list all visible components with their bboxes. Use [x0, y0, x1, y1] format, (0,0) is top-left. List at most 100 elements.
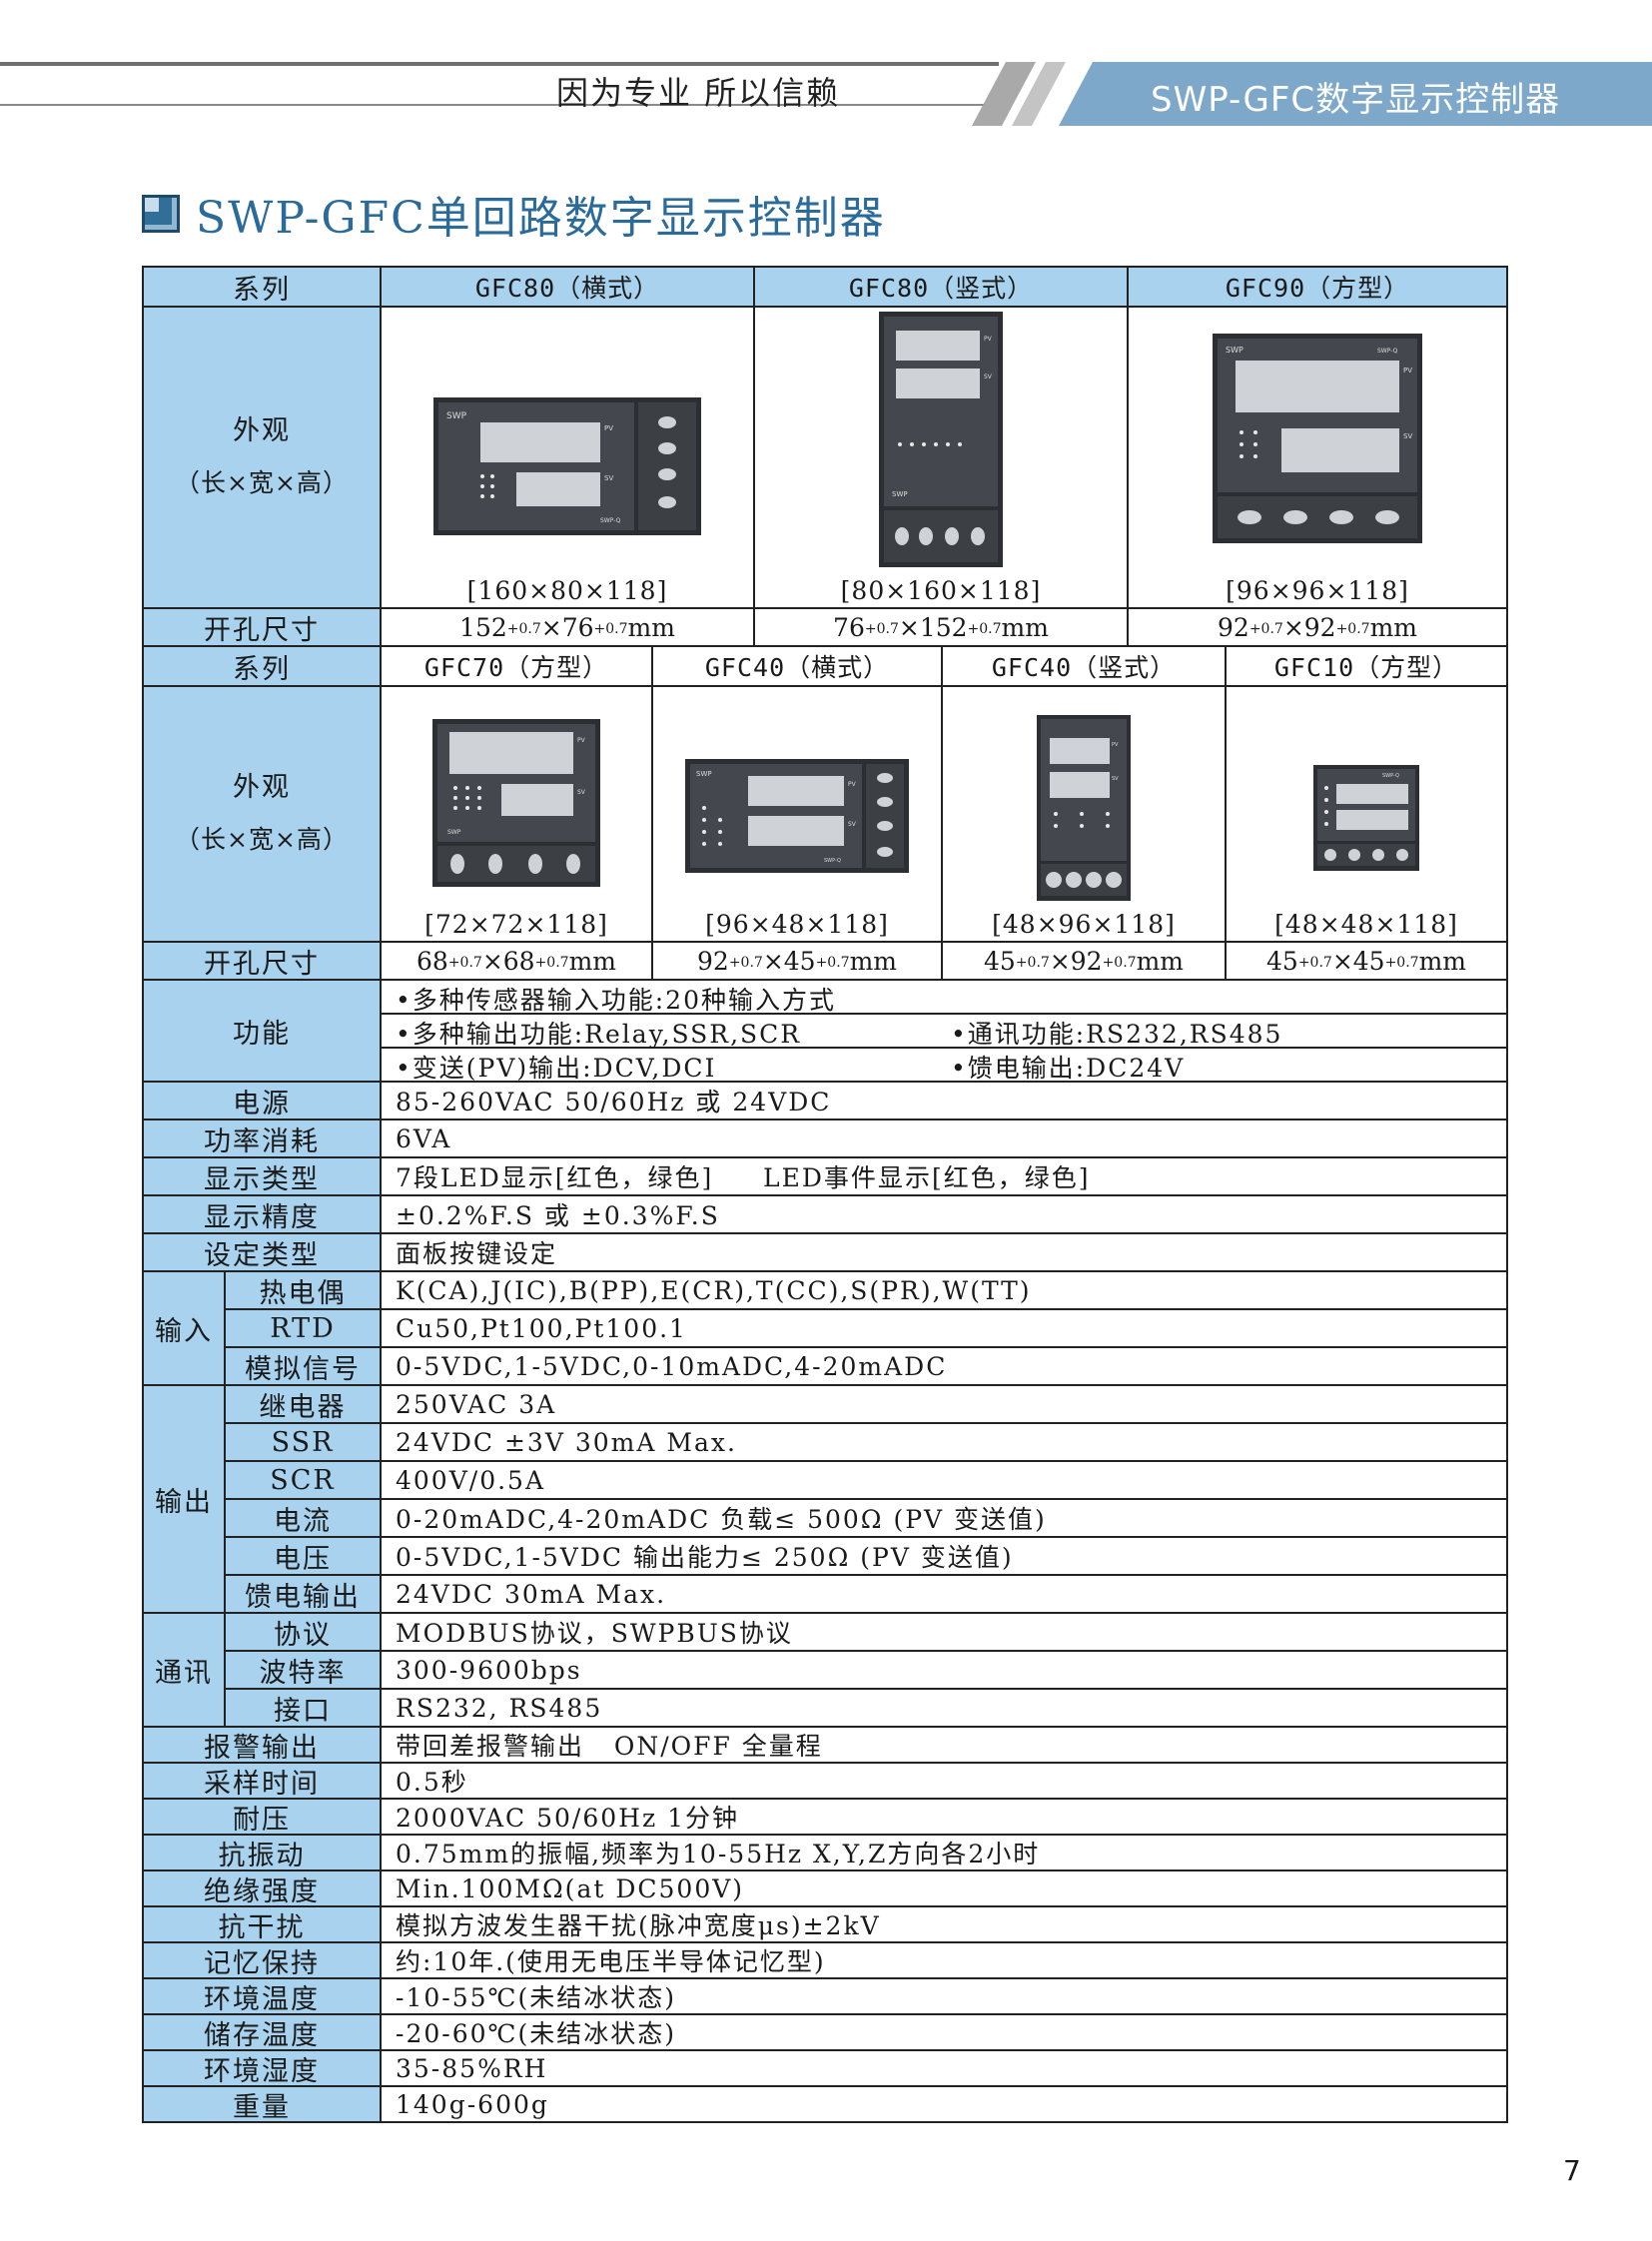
function-cell: •多种传感器输入功能:20种输入方式 •多种输出功能:Relay,SSR,SCR…: [382, 981, 1508, 1083]
svg-text:PV: PV: [1403, 367, 1412, 374]
header-slogan: 因为专业 所以信赖: [556, 74, 841, 112]
power-label: 电源: [142, 1083, 382, 1120]
input-row-value: 0-5VDC,1-5VDC,0-10mADC,4-20mADC: [382, 1348, 1508, 1386]
product-image-cell: SWP-Q [48×48×118]: [1227, 687, 1508, 943]
svg-text:SWP: SWP: [1226, 346, 1243, 355]
svg-text:PV: PV: [848, 781, 857, 788]
svg-text:SV: SV: [1112, 776, 1119, 782]
svg-text:SWP: SWP: [892, 490, 908, 498]
svg-text:SWP: SWP: [447, 829, 461, 836]
dimension-label: [96×48×118]: [705, 910, 889, 939]
output-row-label: 电压: [226, 1538, 382, 1576]
display-type-label: 显示类型: [142, 1158, 382, 1196]
model-header: GFC80（竖式）: [755, 266, 1129, 308]
header-product-name: SWP-GFC数字显示控制器: [1151, 80, 1561, 120]
function-line: •多种传感器输入功能:20种输入方式: [396, 986, 836, 1015]
section-title: SWP-GFC单回路数字显示控制器: [142, 182, 886, 246]
comm-group-label: 通讯: [142, 1614, 226, 1728]
consumption-label: 功率消耗: [142, 1120, 382, 1158]
misc-value: -20-60℃(未结冰状态): [382, 2015, 1508, 2051]
page-number: 7: [1563, 2154, 1581, 2187]
input-row-label: 热电偶: [226, 1272, 382, 1310]
svg-text:PV: PV: [604, 424, 613, 432]
misc-label: 重量: [142, 2087, 382, 2123]
model-header: GFC70（方型）: [382, 647, 653, 687]
product-image-cell: SWP PV SV SWP-Q [96×48×118]: [653, 687, 943, 943]
display-precision-label: 显示精度: [142, 1196, 382, 1234]
gfc10-square-device-image: SWP-Q: [1313, 765, 1419, 871]
function-line: •变送(PV)输出:DCV,DCI: [396, 1054, 717, 1083]
input-row-label: RTD: [226, 1310, 382, 1348]
display-precision-value: ±0.2%F.S 或 ±0.3%F.S: [382, 1196, 1508, 1234]
svg-text:SWP-Q: SWP-Q: [1382, 773, 1399, 779]
model-header: GFC40（横式）: [653, 647, 943, 687]
input-row-label: 模拟信号: [226, 1348, 382, 1386]
product-image-cell: SWP SWP-Q PV SV [96×96×118]: [1129, 308, 1508, 609]
misc-label: 报警输出: [142, 1728, 382, 1764]
misc-value: 带回差报警输出 ON/OFF 全量程: [382, 1728, 1508, 1764]
output-row-label: SSR: [226, 1424, 382, 1462]
consumption-value: 6VA: [382, 1120, 1508, 1158]
model-header: GFC80（横式）: [382, 266, 755, 308]
spec-table: 系列 GFC80（横式） GFC80（竖式） GFC90（方型） 外观 （长×宽…: [142, 266, 1508, 2129]
misc-value: 2000VAC 50/60Hz 1分钟: [382, 1800, 1508, 1836]
series-label: 系列: [142, 647, 382, 687]
misc-label: 抗干扰: [142, 1907, 382, 1943]
header-band-fill: [1099, 62, 1652, 126]
misc-label: 采样时间: [142, 1764, 382, 1800]
misc-label: 抗振动: [142, 1836, 382, 1871]
cutout-label: 开孔尺寸: [142, 609, 382, 647]
svg-text:SV: SV: [604, 474, 613, 482]
comm-row-value: RS232, RS485: [382, 1690, 1508, 1728]
gfc70-square-device-image: PV SV SWP: [432, 719, 600, 887]
gfc90-square-device-image: SWP SWP-Q PV SV: [1213, 334, 1422, 543]
dimension-label: [48×96×118]: [992, 910, 1176, 939]
gfc40-vertical-device-image: PV SV: [1037, 715, 1131, 901]
appearance-subtitle: （长×宽×高）: [175, 825, 349, 854]
comm-row-label: 协议: [226, 1614, 382, 1652]
output-row-value: 0-20mADC,4-20mADC 负载≤ 500Ω (PV 变送值): [382, 1500, 1508, 1538]
svg-text:SWP-Q: SWP-Q: [824, 858, 841, 864]
misc-label: 环境温度: [142, 1979, 382, 2015]
setting-type-label: 设定类型: [142, 1234, 382, 1272]
cutout-label: 开孔尺寸: [142, 943, 382, 981]
appearance-subtitle: （长×宽×高）: [175, 468, 349, 497]
dimension-label: [80×160×118]: [840, 576, 1042, 605]
comm-row-value: MODBUS协议，SWPBUS协议: [382, 1614, 1508, 1652]
dimension-label: [160×80×118]: [466, 576, 668, 605]
product-image-cell: PV SV SWP [80×160×118]: [755, 308, 1129, 609]
setting-type-value: 面板按键设定: [382, 1234, 1508, 1272]
misc-label: 耐压: [142, 1800, 382, 1836]
svg-text:SWP: SWP: [696, 770, 712, 778]
svg-text:SV: SV: [577, 789, 586, 796]
power-value: 85-260VAC 50/60Hz 或 24VDC: [382, 1083, 1508, 1120]
gfc80-vertical-device-image: PV SV SWP: [879, 312, 1003, 567]
misc-value: 模拟方波发生器干扰(脉冲宽度μs)±2kV: [382, 1907, 1508, 1943]
product-image-cell: PV SV SWP [72×72×118]: [382, 687, 653, 943]
product-image-cell: SWP PV SV SWP-Q [160×80×118]: [382, 308, 755, 609]
header-rule-bottom: [0, 104, 999, 106]
misc-value: 0.5秒: [382, 1764, 1508, 1800]
model-header: GFC90（方型）: [1129, 266, 1508, 308]
gfc40-horizontal-device-image: SWP PV SV SWP-Q: [685, 759, 909, 873]
svg-text:PV: PV: [984, 336, 993, 343]
output-row-label: 电流: [226, 1500, 382, 1538]
svg-text:PV: PV: [1112, 742, 1119, 748]
output-row-label: SCR: [226, 1462, 382, 1500]
output-row-value: 250VAC 3A: [382, 1386, 1508, 1424]
misc-value: -10-55℃(未结冰状态): [382, 1979, 1508, 2015]
square-bullet-icon: [142, 195, 180, 233]
function-label: 功能: [142, 981, 382, 1083]
series-label: 系列: [142, 266, 382, 308]
output-row-value: 24VDC 30mA Max.: [382, 1576, 1508, 1614]
input-group-label: 输入: [142, 1272, 226, 1386]
svg-text:SV: SV: [848, 821, 857, 828]
comm-row-label: 接口: [226, 1690, 382, 1728]
comm-row-value: 300-9600bps: [382, 1652, 1508, 1690]
